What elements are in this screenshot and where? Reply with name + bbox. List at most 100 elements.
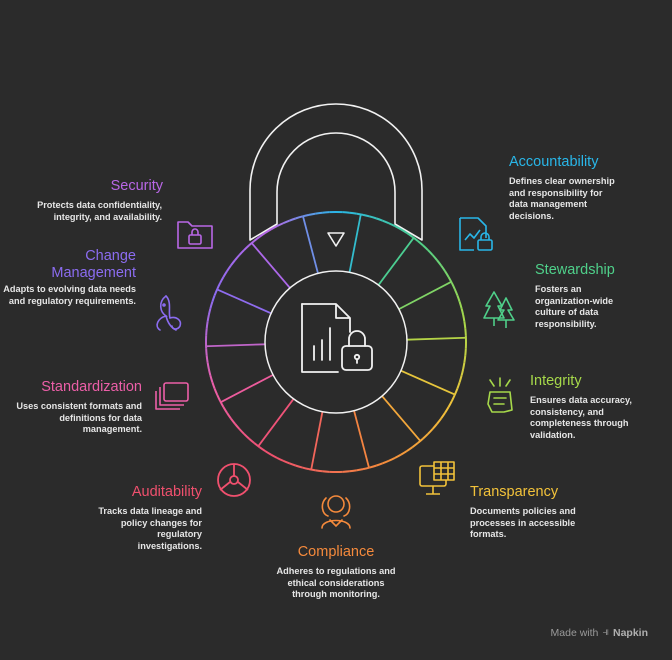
dial-outer-arc (308, 468, 316, 472)
dial-outer-arc (464, 348, 467, 356)
dial-outer-arc (456, 381, 461, 389)
dial-outer-arc (253, 442, 261, 448)
dial-outer-arc (447, 276, 453, 284)
dial-outer-arc (209, 301, 214, 309)
security-desc: Protects data confidentiality, integrity… (37, 200, 162, 222)
compliance-title: Compliance (297, 544, 375, 560)
dial-outer-arc (219, 276, 225, 284)
dial-divider (310, 411, 324, 470)
dial-outer-arc (216, 282, 222, 290)
accountability-desc: Defines clear ownership and responsibili… (509, 176, 615, 221)
dial-outer-arc (289, 462, 297, 467)
dial-outer-arc (222, 406, 228, 414)
dial-outer-arc (207, 308, 212, 316)
dial-outer-arc (234, 423, 241, 430)
dial-outer-arc (417, 240, 424, 247)
dial-outer-arc (450, 282, 456, 290)
dial-outer-arc (276, 456, 284, 462)
dial-outer-arc (453, 288, 459, 296)
dial-outer-arc (458, 375, 463, 383)
dial-outer-arc (460, 308, 465, 316)
dial-outer-arc (270, 453, 278, 459)
dial-outer-arc (375, 462, 383, 467)
document-lock-icon (459, 217, 493, 251)
dial-divider (353, 410, 370, 468)
compliance-desc: Adheres to regulations and ethical consi… (276, 566, 396, 600)
dial-outer-arc (282, 459, 290, 465)
dial-divider (381, 395, 421, 442)
brand-label: Napkin (612, 626, 648, 639)
dial-outer-arc (382, 219, 390, 225)
dial-divider (302, 216, 319, 274)
dial-outer-arc (230, 259, 236, 267)
security-title: Security (110, 178, 163, 194)
transparency-title: Transparency (470, 484, 559, 500)
dial-divider (206, 343, 266, 348)
dial-outer-arc (400, 450, 408, 456)
auditability-title: Auditability (131, 484, 202, 500)
hand-icon (487, 377, 513, 413)
dial-outer-arc (248, 437, 255, 444)
stewardship-desc: Fosters an organization-wide culture of … (535, 284, 614, 329)
dial-outer-arc (406, 446, 413, 452)
dial-outer-arc (253, 236, 261, 242)
made-with-label: Made with (550, 626, 599, 639)
change-management-desc: Adapts to evolving data needs and regula… (3, 284, 136, 306)
dial-outer-arc (464, 328, 467, 336)
dial-outer-arc (427, 249, 434, 256)
dial-outer-arc (238, 249, 245, 256)
dial-outer-arc (205, 355, 209, 363)
dial-outer-arc (463, 321, 467, 329)
dial-outer-arc (422, 244, 429, 251)
dial-outer-arc (394, 453, 402, 459)
dial-divider (400, 369, 456, 396)
dial-outer-arc (444, 270, 450, 278)
dial-outer-arc (302, 466, 310, 471)
chart-lock-icon (301, 303, 373, 373)
dial-outer-arc (400, 228, 408, 234)
dial-outer-arc (462, 314, 466, 322)
pie-chart-icon (217, 463, 251, 497)
integrity-desc: Ensures data accuracy, consistency, and … (530, 395, 632, 440)
dial-outer-arc (209, 375, 214, 383)
dial-outer-arc (315, 211, 323, 215)
dial-outer-arc (270, 225, 278, 231)
dial-outer-arc (349, 211, 357, 215)
dial-outer-arc (230, 417, 236, 425)
dial-outer-arc (388, 222, 396, 228)
dial-outer-arc (356, 468, 364, 472)
dial-outer-arc (460, 368, 465, 376)
dial-outer-arc (259, 232, 266, 238)
dial-outer-arc (422, 433, 429, 440)
dial-outer-arc (226, 412, 232, 419)
change-management-title: Change Management (51, 248, 136, 281)
dial-outer-arc (264, 450, 272, 456)
dial-outer-arc (436, 259, 442, 267)
dial-outer-arc (206, 362, 210, 370)
dial-outer-arc (356, 212, 364, 216)
integrity-title: Integrity (530, 373, 582, 389)
dial-divider (257, 398, 295, 447)
dial-divider (216, 288, 272, 315)
dial-outer-arc (406, 232, 413, 238)
dial-outer-arc (458, 301, 463, 309)
dial-outer-arc (289, 217, 297, 222)
dial-outer-arc (243, 244, 250, 251)
dial-divider (398, 281, 452, 310)
octopus-icon (156, 295, 182, 331)
dial-outer-arc (205, 321, 209, 329)
lock-dial (205, 211, 467, 473)
dial-outer-arc (444, 406, 450, 414)
footer: Made with ⫣ Napkin (551, 626, 648, 639)
dial-outer-arc (431, 423, 438, 430)
dial-outer-arc (315, 469, 323, 473)
napkin-logo-icon: ⫣ (602, 626, 609, 638)
dial-outer-arc (205, 348, 208, 356)
dial-outer-arc (222, 270, 228, 278)
dial-outer-arc (362, 213, 370, 218)
monitor-table-icon (419, 461, 455, 495)
dial-divider (251, 242, 291, 289)
dial-outer-arc (264, 228, 272, 234)
